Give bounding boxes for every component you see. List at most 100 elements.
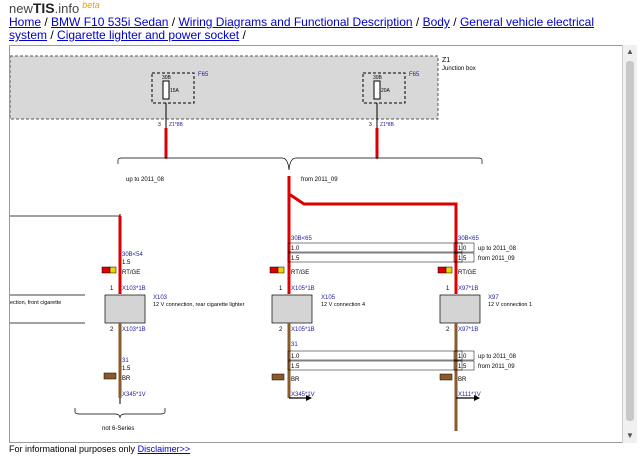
w30-right-row2: 1.5 [458, 256, 467, 262]
w30-mid-row1: 1.0 [291, 246, 300, 252]
w31-right-row1: 1.0 [458, 354, 467, 360]
breadcrumb-wiring[interactable]: Wiring Diagrams and Functional Descripti… [178, 15, 413, 29]
x105-top-label: X105*1B [291, 286, 315, 292]
x103-pin-top: 1 [110, 286, 114, 292]
scroll-up-icon[interactable]: ▲ [626, 47, 634, 56]
logo-bold: TIS [32, 0, 55, 16]
x97-bottom-label: X97*1B [458, 327, 478, 333]
w31-right-note2: from 2011_09 [478, 364, 515, 370]
variant-brace [117, 157, 483, 171]
w30-left-swatch-red [101, 266, 111, 274]
x103-bottom-label: X103*1B [122, 327, 146, 333]
fuse-right-name: F65 [409, 72, 420, 78]
x103-box [104, 294, 146, 324]
w30-right-row2-box [453, 252, 475, 263]
w31-right-color: BR [458, 377, 467, 383]
w30-mid-circuit: 30B<65 [291, 236, 313, 242]
not-series-brace [74, 408, 166, 419]
variant-right-label: from 2011_09 [301, 177, 338, 183]
breadcrumb-lighter[interactable]: Cigarette lighter and power socket [57, 28, 240, 42]
footer: For informational purposes only Disclaim… [9, 444, 190, 454]
fuse-right-element [373, 80, 381, 100]
vertical-scrollbar[interactable]: ▲ ▼ [622, 45, 637, 443]
w31-left-ground: X345*1V [122, 392, 146, 398]
w31-left-circuit: 31 [122, 358, 129, 364]
w30-right-note2: from 2011_09 [478, 256, 515, 262]
w31-mid-circuit: 31 [291, 342, 298, 348]
x105-pin-top: 1 [279, 286, 283, 292]
w31-mid-row2: 1.5 [291, 364, 300, 370]
w31-right-row2-box [453, 360, 475, 371]
x97-box [439, 294, 481, 324]
fuse-right-box [362, 72, 406, 104]
x97-pin-bottom: 2 [446, 327, 450, 333]
w30-mid-swatch-yellow [277, 266, 285, 274]
x105-box [271, 294, 313, 324]
junction-box [10, 55, 439, 120]
w30-right-color: RT/GE [458, 270, 476, 276]
fuse-right-conn-pin: 3 [369, 122, 372, 128]
disclaimer-link[interactable]: Disclaimer>> [137, 444, 191, 454]
x103-id: X103 [153, 295, 168, 301]
logo-prefix: new [9, 1, 33, 16]
breadcrumb-electrical[interactable]: General vehicle electrical system [9, 15, 594, 42]
not-series-label: not 6-Series [102, 426, 134, 432]
w31-left-color: BR [122, 376, 131, 382]
w31-right-ground: X111*1V [458, 392, 481, 398]
footer-text: For informational purposes only [9, 444, 136, 454]
x97-desc: 12 V connection 1 [488, 302, 532, 308]
x103-desc: 12 V connection, rear cigarette lighter [153, 302, 245, 308]
w31-right-row1-box [453, 350, 475, 361]
w31-right-row2: 1.5 [458, 364, 467, 370]
w30-right-note1: up to 2011_08 [478, 246, 517, 252]
jbox-id: Z1 [442, 57, 450, 64]
w30-right-swatch-yellow [445, 266, 453, 274]
w30-left-color: RT/GE [122, 270, 140, 276]
w31-left-size: 1.5 [122, 366, 131, 372]
w31-row1-box [287, 350, 463, 361]
left-cut-label: ection, front cigarette [10, 300, 61, 306]
wiring-diagram[interactable]: Z1 Junction box 30B 15A F65 3 Z1*8B 30B … [9, 45, 624, 443]
w30-row1-box [287, 242, 463, 253]
x103-top-label: X103*1B [122, 286, 146, 292]
w30-right-swatch-red [437, 266, 447, 274]
fuse-left-name: F65 [198, 72, 209, 78]
jbox-label: Junction box [442, 66, 476, 72]
w30-mid-swatch-red [269, 266, 279, 274]
w30-right-row1: 1.0 [458, 246, 467, 252]
breadcrumb-home[interactable]: Home [9, 15, 42, 29]
w31-row2-box [287, 360, 463, 371]
x105-id: X105 [321, 295, 336, 301]
breadcrumb-model[interactable]: BMW F10 535i Sedan [51, 15, 169, 29]
w31-right-note1: up to 2011_08 [478, 354, 517, 360]
fuse-right-conn: Z1*8B [380, 122, 395, 128]
w31-mid-color: BR [291, 377, 300, 383]
x105-desc: 12 V connection 4 [321, 302, 365, 308]
w31-mid-arrow-icon [306, 395, 312, 401]
w30-mid-color: RT/GE [291, 270, 309, 276]
scroll-thumb[interactable] [626, 61, 634, 421]
fuse-right-rating: 20A [381, 88, 391, 94]
scroll-down-icon[interactable]: ▼ [626, 431, 634, 440]
w30-left-swatch-yellow [109, 266, 117, 274]
w31-right-arrow-icon [474, 395, 480, 401]
logo-suffix: .info [54, 1, 80, 16]
breadcrumb-body[interactable]: Body [422, 15, 450, 29]
beta-badge: beta [82, 0, 100, 10]
w31-mid-row1: 1.0 [291, 354, 300, 360]
x97-id: X97 [488, 295, 499, 301]
w30-left-size: 1.5 [122, 260, 131, 266]
fuse-left-box [151, 72, 195, 104]
fuse-right-pin: 30B [373, 75, 383, 81]
wire-30b-x97 [288, 192, 458, 294]
w31-right-swatch [439, 373, 453, 381]
x103-pin-bottom: 2 [110, 327, 114, 333]
w30-left-circuit: 30B<54 [122, 252, 144, 258]
w30-row2-box [287, 252, 463, 263]
fuse-left-conn-pin: 3 [158, 122, 161, 128]
diagram-svg: Z1 Junction box 30B 15A F65 3 Z1*8B 30B … [10, 55, 532, 432]
w31-mid-ground: X345*1V [291, 392, 315, 398]
x97-top-label: X97*1B [458, 286, 478, 292]
x105-pin-bottom: 2 [279, 327, 283, 333]
